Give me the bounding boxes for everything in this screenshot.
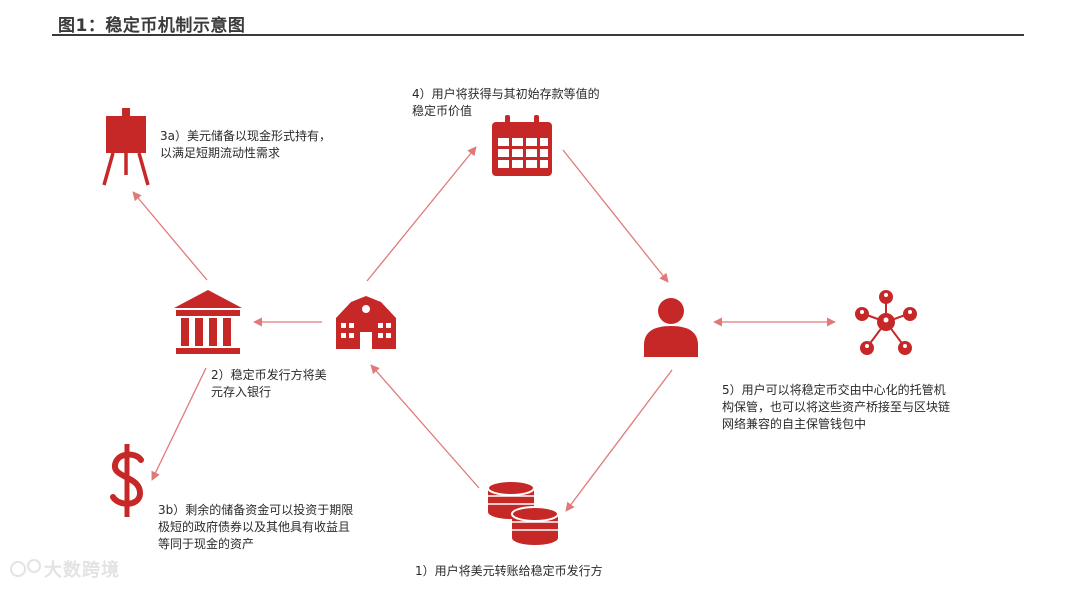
bank-icon xyxy=(174,290,242,354)
user-icon xyxy=(644,298,698,357)
page-title: 图1：稳定币机制示意图 xyxy=(58,16,246,36)
arrow-bank-to-treasury xyxy=(151,367,207,481)
label-step3b: 3b）剩余的储备资金可以投资于期限 极短的政府债券以及其他具有收益且 等同于现金… xyxy=(158,503,354,551)
coins-icon xyxy=(487,480,559,545)
dollar-icon xyxy=(110,444,144,517)
arrow-value-to-user xyxy=(562,149,669,283)
title-divider xyxy=(52,34,1024,36)
arrow-bank-to-cash xyxy=(132,191,208,281)
arrow-issuer-to-value xyxy=(366,146,477,282)
label-step4: 4）用户将获得与其初始存款等值的 稳定币价值 xyxy=(412,87,600,118)
watermark-text: 大数跨境 xyxy=(44,560,120,581)
label-step1: 1）用户将美元转账给稳定币发行方 xyxy=(415,564,603,578)
easel-icon xyxy=(102,108,150,186)
watermark-logo-icon xyxy=(10,559,41,577)
calendar-icon xyxy=(492,115,552,176)
label-step5: 5）用户可以将稳定币交由中心化的托管机 构保管，也可以将这些资产桥接至与区块链 … xyxy=(722,383,951,431)
label-step2: 2）稳定币发行方将美 元存入银行 xyxy=(211,368,327,399)
network-icon xyxy=(855,290,917,355)
arrow-coins-to-issuer xyxy=(370,364,480,489)
arrow-user-to-coins xyxy=(565,369,673,512)
building-icon xyxy=(336,296,396,349)
label-step3a: 3a）美元储备以现金形式持有， 以满足短期流动性需求 xyxy=(160,129,331,160)
